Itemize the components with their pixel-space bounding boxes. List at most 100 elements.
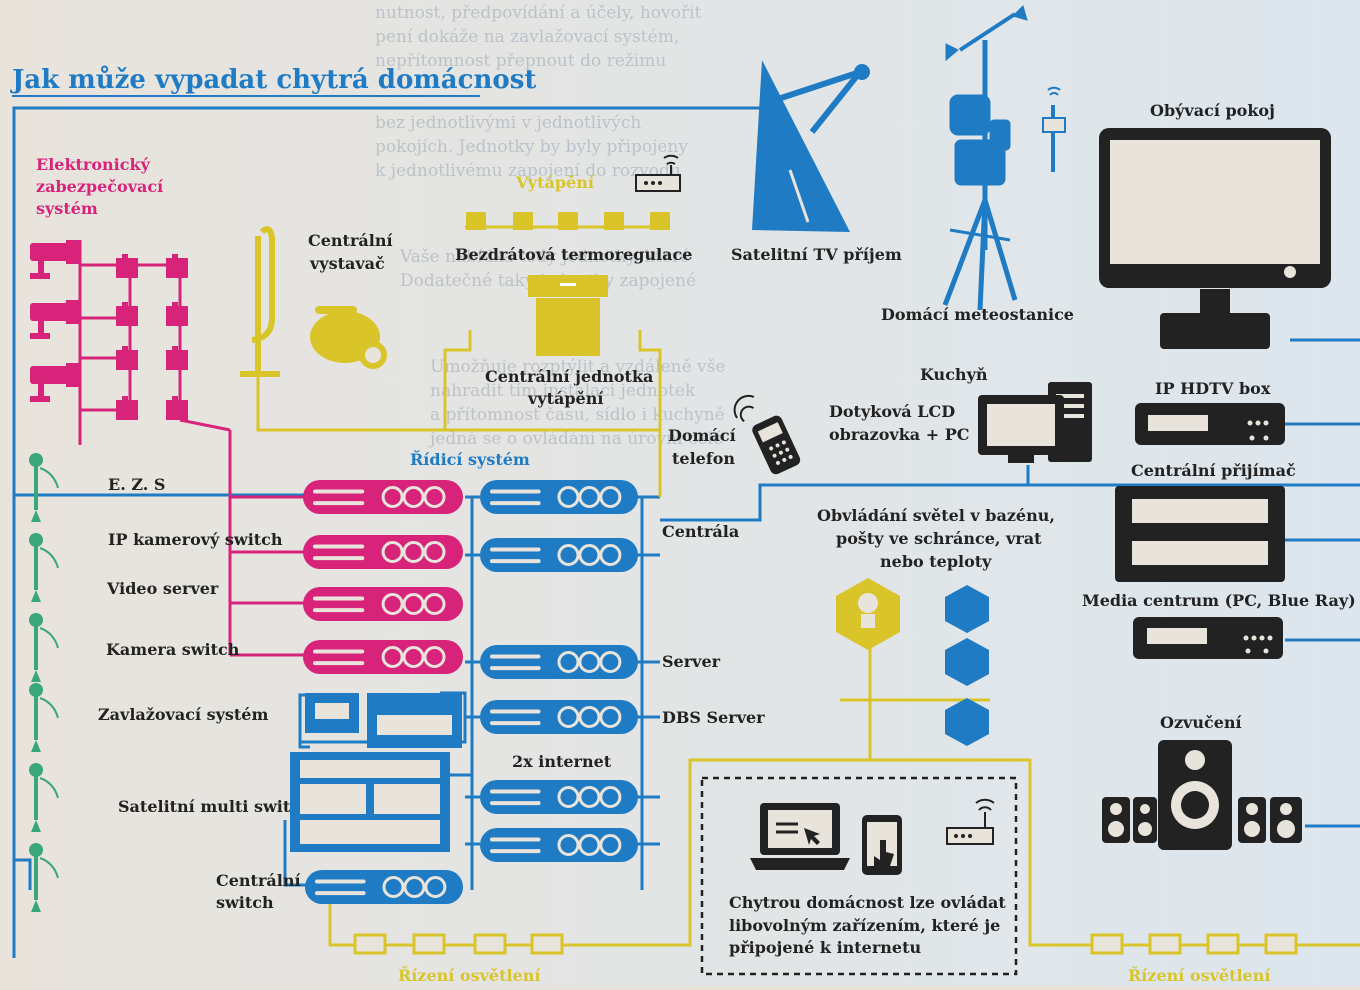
central-switch-line1: Centrální — [216, 871, 301, 890]
living-room-label: Obývací pokoj — [1150, 101, 1275, 120]
sprinkler-icon — [29, 453, 59, 522]
pool-line2: pošty ve schránce, vrat — [836, 529, 1042, 548]
infographic-title: Jak může vypadat chytrá domácnost — [10, 65, 536, 95]
network-rack-unit — [480, 480, 638, 514]
iphdtv-label: IP HDTV box — [1155, 379, 1271, 398]
internet-control-box — [700, 776, 1018, 976]
bg-line: jedná se o ovládání na úrovni celé — [428, 429, 723, 449]
left-device-label: IP kamerový switch — [108, 530, 283, 549]
left-device-labels: E. Z. S IP kamerový switch Video server … — [98, 475, 312, 912]
vacuum-line2: vystavač — [309, 254, 385, 273]
irrigation-sprinklers — [29, 453, 59, 912]
pool-line3: nebo teploty — [880, 552, 992, 571]
network-rack-unit — [480, 538, 638, 572]
light-switch-icon — [530, 933, 564, 955]
sensor-icon — [116, 396, 138, 420]
left-device-label: Satelitní multi switch — [118, 797, 312, 816]
light-switch-icon — [412, 933, 446, 955]
phone-line1: Domácí — [668, 426, 736, 445]
left-device-label: Zavlažovací systém — [98, 705, 268, 724]
central-switch-unit — [305, 870, 463, 904]
laptop-icon — [750, 803, 850, 870]
light-switch-icon — [473, 933, 507, 955]
wire — [328, 758, 1360, 947]
phone-line2: telefon — [672, 449, 735, 468]
light-switch-icon — [353, 933, 387, 955]
lighting-right-label: Řízení osvětlení — [1128, 965, 1270, 985]
security-rack-unit — [303, 480, 463, 514]
sensor-icon — [166, 396, 188, 420]
hex-sensor-icon — [945, 698, 989, 746]
vacuum-icon — [240, 226, 387, 377]
irrigation-controller-icon — [305, 693, 462, 748]
security-heading-line: zabezpečovací — [36, 177, 163, 196]
internet-box-text: Chytrou domácnost lze ovládat libovolným… — [729, 893, 1006, 957]
satellite-label: Satelitní TV příjem — [731, 245, 902, 264]
bg-line: a přítomnost času, sídlo i kuchyně — [430, 405, 725, 425]
security-rack-unit — [303, 587, 463, 621]
router-icon — [946, 798, 995, 845]
tv-icon — [1099, 128, 1331, 349]
sprinkler-icon — [29, 843, 59, 912]
speakers-icon — [1102, 740, 1302, 850]
pool-control-text: Obvládání světel v bazénu, pošty ve schr… — [817, 506, 1055, 571]
kitchen-label: Kuchyň — [920, 365, 988, 384]
security-rack-unit — [303, 535, 463, 569]
router-icon — [635, 154, 681, 192]
sensor-icon — [166, 254, 188, 278]
heating-label: Vytápění — [515, 173, 594, 192]
heating-unit-icon — [528, 275, 608, 356]
left-device-label: E. Z. S — [108, 475, 165, 494]
thermostat-icon — [466, 212, 486, 230]
security-heading: Elektronický zabezpečovací systém — [36, 155, 163, 218]
media-label: Media centrum (PC, Blue Ray) — [1082, 591, 1356, 610]
lighting-left-label: Řízení osvětlení — [398, 965, 540, 985]
sprinkler-icon — [29, 613, 59, 682]
central-switch-line2: switch — [216, 893, 274, 912]
sprinkler-icon — [29, 533, 59, 602]
bg-line: Vaše nabídka tedy jednotky, které — [399, 247, 690, 267]
right-device-label: Server — [662, 652, 721, 671]
multi-switch-icon — [290, 752, 450, 852]
weather-station-icon — [942, 5, 1028, 311]
right-device-label: Centrála — [662, 522, 739, 541]
bg-line: nahradit tím instalaci jednotek — [430, 381, 696, 401]
wireless-sensor-icon — [1042, 86, 1066, 172]
right-device-label: 2x internet — [512, 752, 612, 771]
iphdtv-box-icon — [1135, 403, 1285, 445]
pool-line1: Obvládání světel v bazénu, — [817, 506, 1055, 525]
internet-line1: Chytrou domácnost lze ovládat — [729, 893, 1006, 912]
receiver-icon — [1115, 486, 1285, 582]
security-heading-line: Elektronický — [36, 155, 151, 174]
bg-line: k jednotlivému zapojení do rozvodu — [375, 161, 681, 181]
wire — [638, 330, 662, 497]
sensor-icon — [166, 302, 188, 326]
light-switch-icon — [1264, 933, 1298, 955]
security-cameras — [30, 240, 80, 402]
background-article-text: nutnost, předpovídání a účely, hovořit p… — [375, 3, 725, 449]
thermostat-icon — [604, 212, 624, 230]
network-wiring — [12, 106, 1360, 958]
blue-device-units — [305, 480, 638, 904]
network-rack-unit — [480, 645, 638, 679]
kitchen-pc-line2: obrazovka + PC — [829, 425, 969, 444]
thermostat-icons — [466, 212, 670, 230]
heating-thermo-label: Bezdrátová termoregulace — [455, 245, 692, 264]
control-system-label: Řídicí systém — [410, 449, 530, 469]
bg-line: nepřítomnost přepnout do režimu — [375, 51, 666, 71]
security-sensors — [116, 254, 188, 420]
thermostat-icon — [513, 212, 533, 230]
receiver-label: Centrální přijímač — [1131, 461, 1296, 480]
wire — [14, 858, 32, 890]
sound-label: Ozvučení — [1160, 713, 1242, 732]
sensor-icon — [166, 346, 188, 370]
satellite-dish-icon — [752, 60, 870, 232]
sprinkler-icon — [29, 763, 59, 832]
light-switch-icon — [1090, 933, 1124, 955]
vacuum-line1: Centrální — [308, 231, 393, 250]
sensor-icon — [116, 302, 138, 326]
internet-line3: připojené k internetu — [729, 938, 921, 957]
security-rack-unit — [303, 640, 463, 674]
